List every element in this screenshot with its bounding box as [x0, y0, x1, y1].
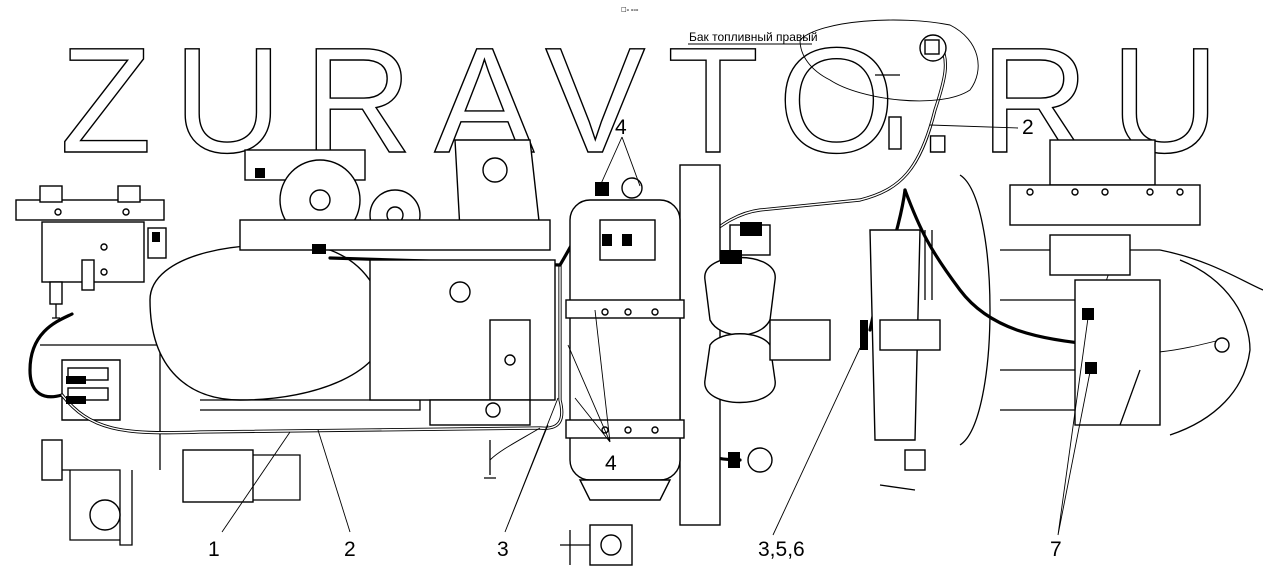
- connectors: [66, 168, 1097, 468]
- brake-chambers: [704, 224, 831, 473]
- engine-components: [182, 139, 556, 503]
- air-receiver: [560, 164, 721, 566]
- fan-assembly: [869, 229, 941, 491]
- callout-2-top: 2: [1022, 116, 1034, 139]
- left-frame: [40, 344, 161, 546]
- callout-2-bottom: 2: [344, 538, 356, 561]
- leader-lines: [221, 43, 1091, 536]
- callout-3: 3: [497, 538, 509, 561]
- callout-3-5-6: 3,5,6: [758, 538, 805, 561]
- callout-7: 7: [1050, 538, 1062, 561]
- small-mark: □ₒ ₒₒₒ: [621, 6, 639, 13]
- callout-4-top: 4: [615, 116, 627, 139]
- fuel-tank-right: [799, 19, 979, 150]
- fuel-tank-label: Бак топливный правый: [689, 30, 818, 44]
- callout-1: 1: [208, 538, 220, 561]
- right-chassis: [959, 139, 1263, 446]
- callout-4-bottom: 4: [605, 452, 617, 475]
- left-switch-block: [15, 185, 167, 319]
